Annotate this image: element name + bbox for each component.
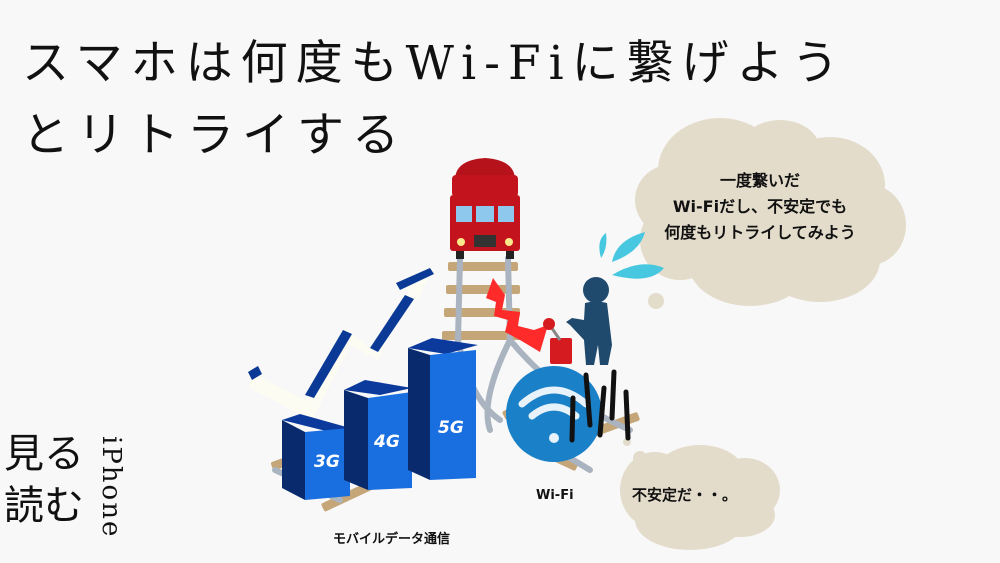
logo-kanji-top: 見る	[4, 431, 84, 477]
train-icon	[450, 158, 520, 259]
thought-bubble-text: 一度繋いだ Wi-Fiだし、不安定でも 何度もリトライしてみよう	[650, 168, 870, 246]
person-icon	[566, 277, 612, 365]
small-bubble-shape	[620, 438, 780, 550]
growth-trend-arrow	[248, 268, 434, 420]
bar-label-3g: 3G	[314, 452, 340, 472]
mobile-data-label: モバイルデータ通信	[333, 532, 451, 547]
unstable-signal-marks	[569, 369, 631, 443]
bar-label-4g: 4G	[374, 432, 400, 452]
thought-bubble-shape	[635, 118, 906, 309]
logo-iphone-text: iPhone	[96, 436, 126, 539]
red-arrow-icon	[486, 278, 548, 352]
page-title-line1: スマホは何度もWi-Fiに繋げよう	[22, 36, 847, 91]
splash-icon	[599, 232, 664, 279]
thought-line-2: Wi-Fiだし、不安定でも	[672, 197, 848, 216]
bar-label-5g: 5G	[438, 418, 464, 438]
small-bubble-text: 不安定だ・・。	[632, 486, 738, 504]
logo-kanji-bottom: 読む	[4, 483, 84, 529]
thought-line-3: 何度もリトライしてみよう	[664, 223, 856, 242]
mobile-bars-chart	[282, 338, 478, 500]
page-title-line2: とリトライする	[22, 108, 407, 163]
wifi-label: Wi-Fi	[536, 488, 574, 503]
track-switch-lever	[543, 318, 572, 364]
thought-line-1: 一度繋いだ	[719, 171, 800, 190]
